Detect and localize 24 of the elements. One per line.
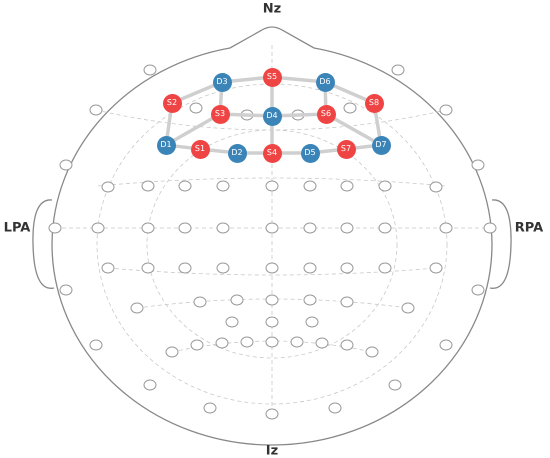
channel-line (332, 116, 374, 142)
channel-line (318, 148, 338, 154)
channel-line (180, 84, 214, 102)
landmark-label: RPA (514, 219, 544, 238)
channel-line (281, 151, 301, 155)
channel-line (280, 76, 316, 83)
channel-line (208, 148, 228, 154)
channel-line (374, 112, 382, 136)
channel-line (324, 90, 328, 106)
channel-line (228, 112, 264, 118)
channel-line (174, 144, 192, 150)
channel-line (218, 90, 224, 106)
landmark-label: Iz (266, 442, 278, 458)
channel-line (166, 112, 172, 136)
landmark-label: Nz (262, 0, 282, 18)
channel-line (354, 144, 372, 150)
channel-line (172, 116, 214, 142)
landmark-label: LPA (4, 219, 30, 238)
channel-line (332, 84, 366, 102)
channel-line (246, 151, 263, 155)
channel-line (270, 125, 274, 144)
channel-line (280, 112, 318, 118)
channel-line (270, 86, 274, 107)
channel-line (230, 76, 264, 83)
